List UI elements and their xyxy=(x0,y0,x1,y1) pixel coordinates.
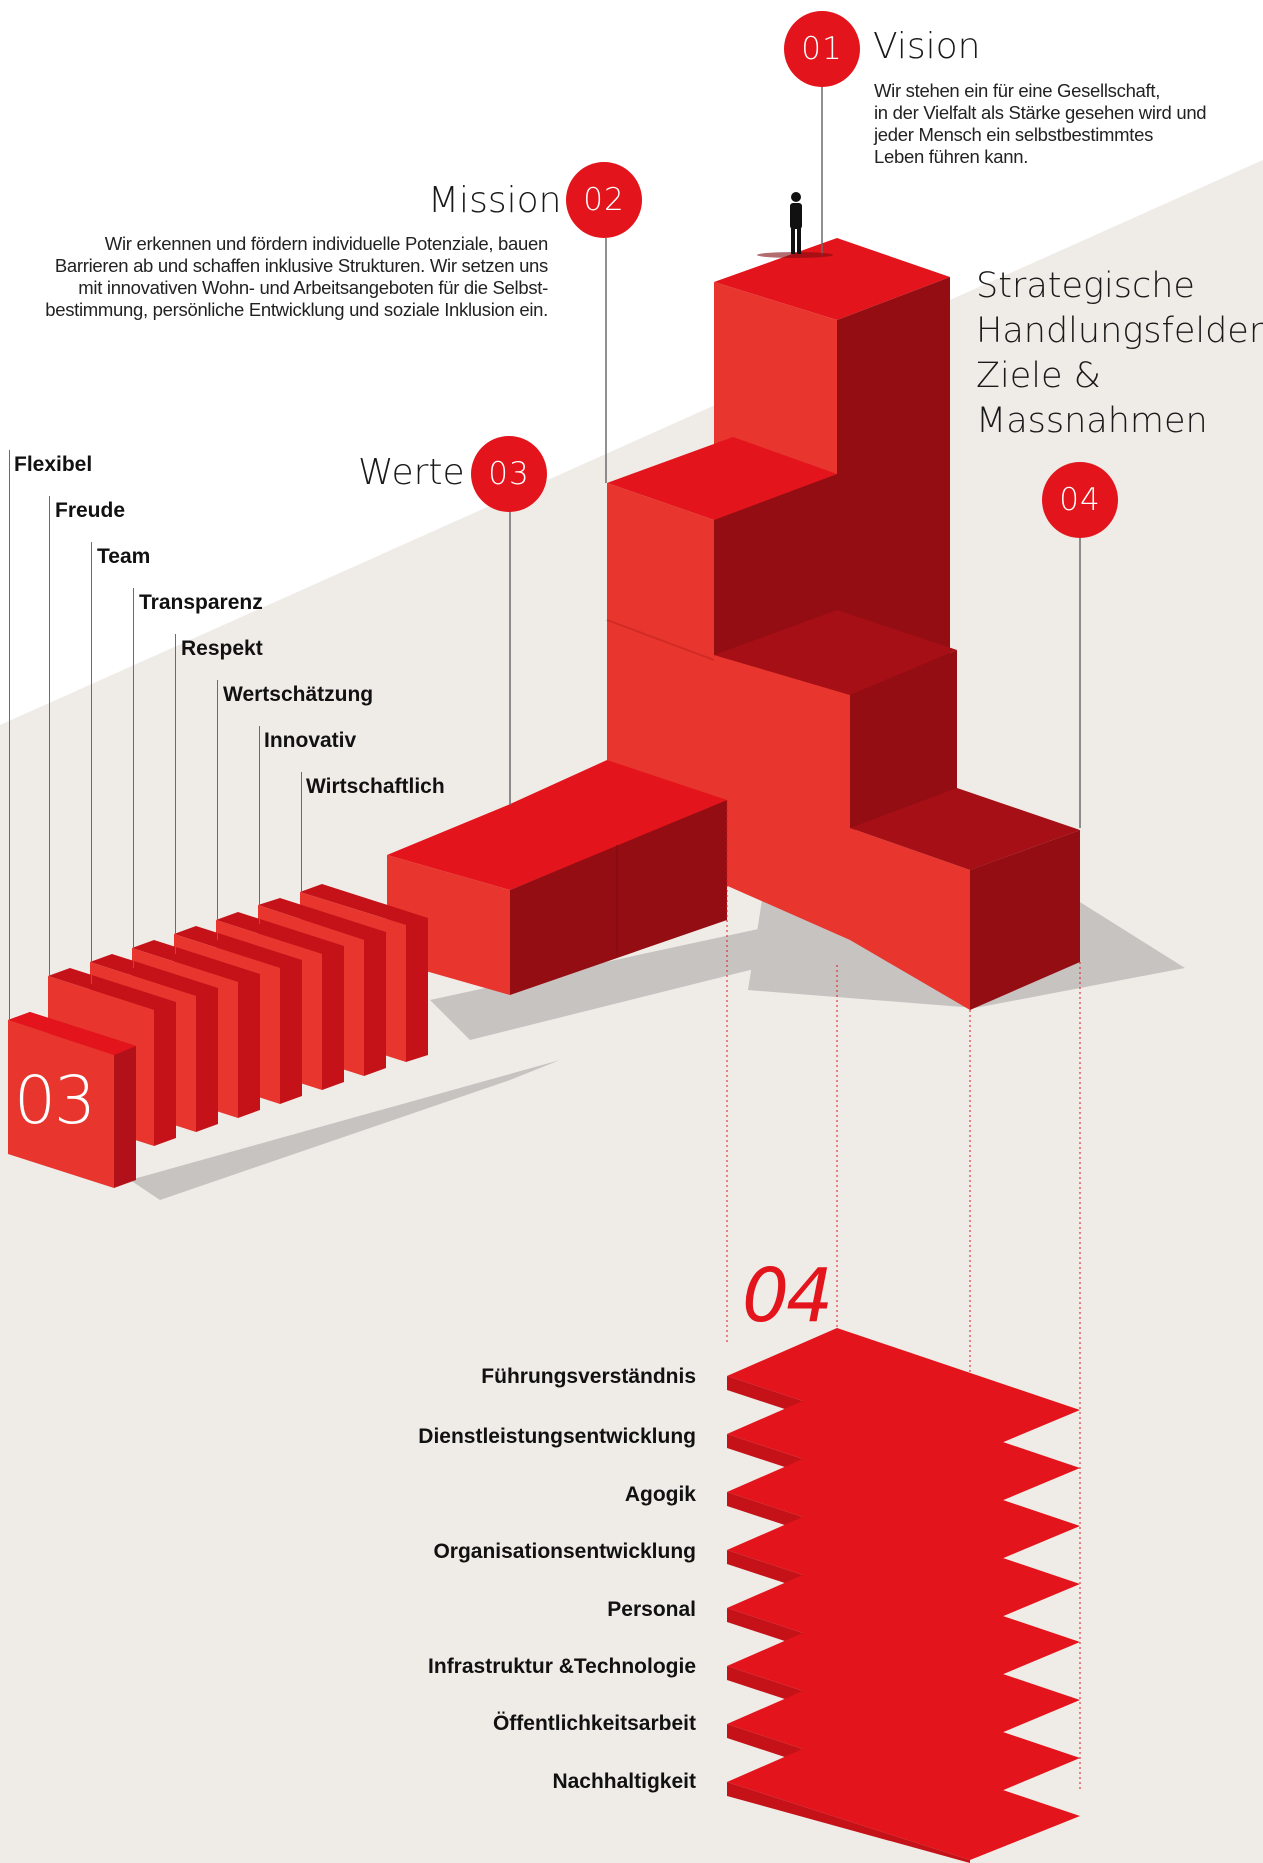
value-label: Transparenz xyxy=(139,591,263,614)
value-line-4 xyxy=(133,588,134,968)
value-label: Wirtschaftlich xyxy=(306,775,445,798)
mission-text: Wir erkennen und fördern individuelle Po… xyxy=(45,233,548,320)
werte-big-label: 03 xyxy=(14,1062,96,1139)
value-label: Respekt xyxy=(181,637,263,660)
field-label: Öffentlichkeitsarbeit xyxy=(492,1712,696,1735)
werte-title: Werte xyxy=(358,452,465,493)
strategy-number: 04 xyxy=(1059,482,1101,518)
vision-text: Wir stehen ein für eine Gesellschaft, in… xyxy=(874,80,1207,167)
value-line-7 xyxy=(259,726,260,924)
field-label: Führungsverständnis xyxy=(481,1365,696,1388)
value-line-5 xyxy=(175,634,176,954)
strategy-big-label: 04 xyxy=(742,1253,833,1339)
bar-top xyxy=(387,760,727,890)
value-label: Wertschätzung xyxy=(223,683,374,706)
value-line-6 xyxy=(217,680,218,940)
low-step-side xyxy=(970,830,1080,1010)
column-top-face xyxy=(714,238,950,320)
mission-title: Mission xyxy=(428,180,562,221)
mission-number-circle: 02 xyxy=(566,162,642,238)
value-line-8 xyxy=(301,772,302,894)
bar-shadow xyxy=(430,920,800,1040)
value-label: Flexibel xyxy=(14,453,93,476)
field-label: Infrastruktur &Technologie xyxy=(428,1655,696,1678)
field-slabs xyxy=(727,1328,1080,1863)
value-line-3 xyxy=(91,542,92,984)
low-step-top xyxy=(850,788,1080,870)
plates-shadow xyxy=(130,1060,560,1200)
value-label: Team xyxy=(97,545,151,568)
vision-number-circle: 01 xyxy=(784,11,860,87)
mid-step-front xyxy=(607,483,714,810)
field-label: Nachhaltigkeit xyxy=(552,1770,696,1793)
value-label: Freude xyxy=(55,499,126,522)
value-label: Innovativ xyxy=(264,729,357,752)
werte-number: 03 xyxy=(488,456,530,492)
field-label: Organisationsentwicklung xyxy=(433,1540,696,1563)
field-label: Agogik xyxy=(624,1483,696,1506)
low-step-front2 xyxy=(714,810,850,940)
plate-8 xyxy=(300,884,428,1062)
plate-1-top xyxy=(8,1012,136,1055)
value-line-2 xyxy=(49,496,50,1008)
vision-title: Vision xyxy=(873,26,981,67)
mission-number: 02 xyxy=(583,182,625,218)
field-label: Dienstleistungsentwicklung xyxy=(418,1425,696,1448)
low-step-front xyxy=(850,828,970,1010)
bar-side xyxy=(510,800,727,995)
value-line-1 xyxy=(9,450,10,1022)
strategy-number-circle: 04 xyxy=(1042,462,1118,538)
plate-1-front xyxy=(8,1020,114,1188)
mid-step-top xyxy=(607,437,837,520)
werte-number-circle: 03 xyxy=(471,436,547,512)
person-silhouette xyxy=(757,192,833,258)
value-plates xyxy=(8,884,428,1188)
field-label: Personal xyxy=(607,1598,696,1621)
right-step-side xyxy=(850,650,957,830)
strategy-title: Strategische Handlungsfelder, Ziele & Ma… xyxy=(976,266,1263,441)
right-step-front xyxy=(714,655,850,830)
right-step-top xyxy=(714,610,957,695)
vision-number: 01 xyxy=(801,31,843,67)
